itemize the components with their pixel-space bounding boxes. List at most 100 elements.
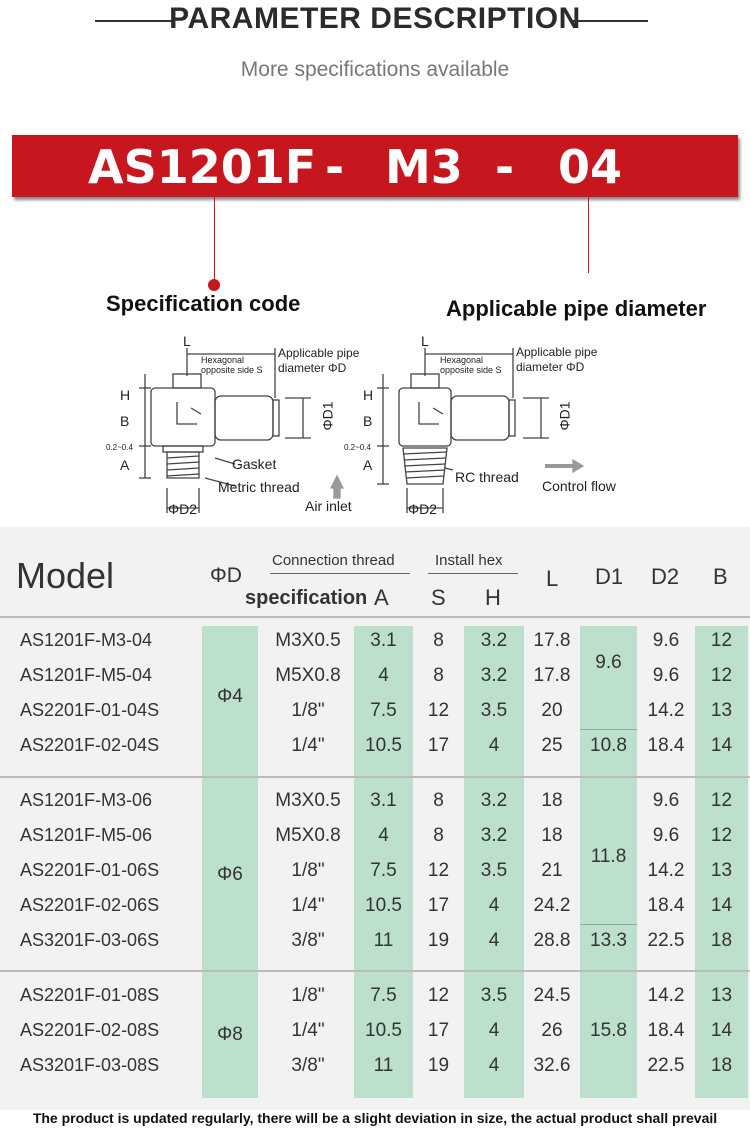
cell-model: AS2201F-02-06S (20, 895, 160, 915)
cell-thread: M5X0.8 (275, 825, 341, 846)
code-pipe: 04 (558, 140, 623, 194)
header-a: A (374, 585, 389, 610)
cell-model: AS2201F-02-08S (20, 1020, 160, 1040)
header-h: H (485, 585, 501, 610)
cell-d2: 22.5 (647, 930, 685, 951)
cell-model: AS1201F-M5-04 (20, 665, 153, 685)
cell-model: AS1201F-M5-06 (20, 825, 153, 845)
cell-d2: 9.6 (652, 790, 680, 811)
cell-h: 3.5 (480, 860, 508, 881)
cell-phid: Φ6 (217, 863, 243, 885)
diagram-right-thread: RC thread (455, 469, 519, 485)
diagram-right-L: L (421, 333, 429, 349)
code-thread: M3 (385, 140, 463, 194)
cell-d2: 9.6 (652, 630, 680, 651)
cell-d2: 18.4 (647, 735, 685, 756)
diagram-left-dim: 0.2~0.4 (106, 443, 133, 452)
diagram-right-pipe: Applicable pipe diameter ΦD (516, 345, 598, 374)
cell-thread: M3X0.5 (275, 790, 341, 811)
page-title: PARAMETER DESCRIPTION (169, 2, 581, 35)
cell-h: 4 (488, 1020, 500, 1041)
cell-b: 18 (710, 1055, 733, 1076)
cell-l: 28.8 (533, 930, 571, 951)
cell-s: 8 (433, 665, 444, 686)
col-b-bg (695, 626, 748, 1098)
cell-thread: M5X0.8 (275, 665, 341, 686)
cell-d2: 18.4 (647, 1020, 685, 1041)
diagram-left-B: B (120, 413, 130, 429)
header-install-hex: Install hex (435, 552, 503, 569)
diagram-left-L: L (183, 333, 191, 349)
cell-a: 10.5 (365, 735, 402, 756)
cell-model: AS3201F-03-08S (20, 1055, 160, 1075)
header-left-line (95, 20, 173, 22)
cell-a: 10.5 (365, 895, 402, 916)
cell-s: 17 (427, 895, 450, 916)
cell-s: 12 (427, 700, 450, 721)
cell-thread: M3X0.5 (275, 630, 341, 651)
cell-h: 3.2 (480, 665, 508, 686)
cell-model: AS1201F-M3-06 (20, 790, 153, 810)
cell-h: 4 (488, 930, 500, 951)
cell-d1: 13.3 (590, 930, 627, 951)
diagram-left-gasket: Gasket (232, 456, 277, 472)
col-a-bg (354, 626, 413, 1098)
diagram-right-flow: Control flow (542, 478, 616, 494)
cell-thread: 1/4" (291, 735, 325, 756)
cell-l: 18 (541, 790, 563, 811)
header-hex-underline (428, 573, 518, 574)
cell-a: 3.1 (370, 630, 397, 651)
diagram-left-pipe: Applicable pipe diameter ΦD (278, 346, 360, 375)
header-d2: D2 (651, 564, 680, 589)
cell-d1: 9.6 (595, 651, 622, 673)
cell-a: 7.5 (370, 700, 397, 721)
cell-d2: 14.2 (647, 700, 685, 721)
cell-thread: 1/4" (291, 895, 325, 916)
cell-s: 17 (427, 735, 450, 756)
diagram-left-hex: Hexagonal opposite side S (201, 355, 263, 375)
cell-phid: Φ8 (217, 1023, 243, 1045)
cell-d2: 14.2 (647, 860, 685, 881)
cell-l: 32.6 (533, 1055, 571, 1076)
col-h-bg (464, 626, 524, 1098)
callout-line-right (588, 197, 589, 273)
page-subtitle: More specifications available (240, 58, 510, 81)
header-spec: specification (245, 587, 368, 609)
pipe-diameter-label: Applicable pipe diameter (446, 296, 707, 321)
header-conn-underline (270, 573, 410, 574)
footer-note: The product is updated regularly, there … (32, 1110, 718, 1126)
cell-thread: 1/8" (291, 860, 325, 881)
cell-l: 24.5 (533, 985, 571, 1006)
cell-h: 4 (488, 895, 500, 916)
cell-h: 3.5 (480, 985, 508, 1006)
cell-h: 4 (488, 735, 500, 756)
cell-h: 3.5 (480, 700, 508, 721)
header-b: B (713, 564, 728, 589)
diagram-left-thread: Metric thread (218, 479, 300, 495)
cell-l: 17.8 (533, 630, 571, 651)
diagram-right-D2: ΦD2 (408, 501, 438, 517)
diagram-right-dim: 0.2~0.4 (344, 443, 371, 452)
cell-s: 8 (433, 790, 444, 811)
callout-dot (208, 279, 220, 291)
cell-thread: 3/8" (291, 1055, 325, 1076)
cell-b: 18 (710, 930, 733, 951)
cell-h: 3.2 (480, 825, 508, 846)
cell-model: AS1201F-M3-04 (20, 630, 153, 650)
code-dash-1: - (325, 140, 345, 194)
diagram-left-air: Air inlet (305, 498, 352, 514)
d1-divider (580, 729, 637, 730)
header-right-line (570, 20, 648, 22)
cell-d2: 18.4 (647, 895, 685, 916)
cell-thread: 1/4" (291, 1020, 325, 1041)
diagram-right-B: B (363, 413, 373, 429)
table-separator-2 (0, 970, 750, 972)
table-separator-header (0, 616, 750, 618)
cell-a: 4 (378, 665, 389, 686)
cell-a: 11 (373, 1055, 394, 1076)
cell-l: 25 (541, 735, 563, 756)
cell-l: 21 (541, 860, 563, 881)
cell-d1: 11.8 (590, 846, 627, 867)
diagram-left-H: H (120, 387, 131, 403)
callout-line-left (214, 197, 215, 283)
